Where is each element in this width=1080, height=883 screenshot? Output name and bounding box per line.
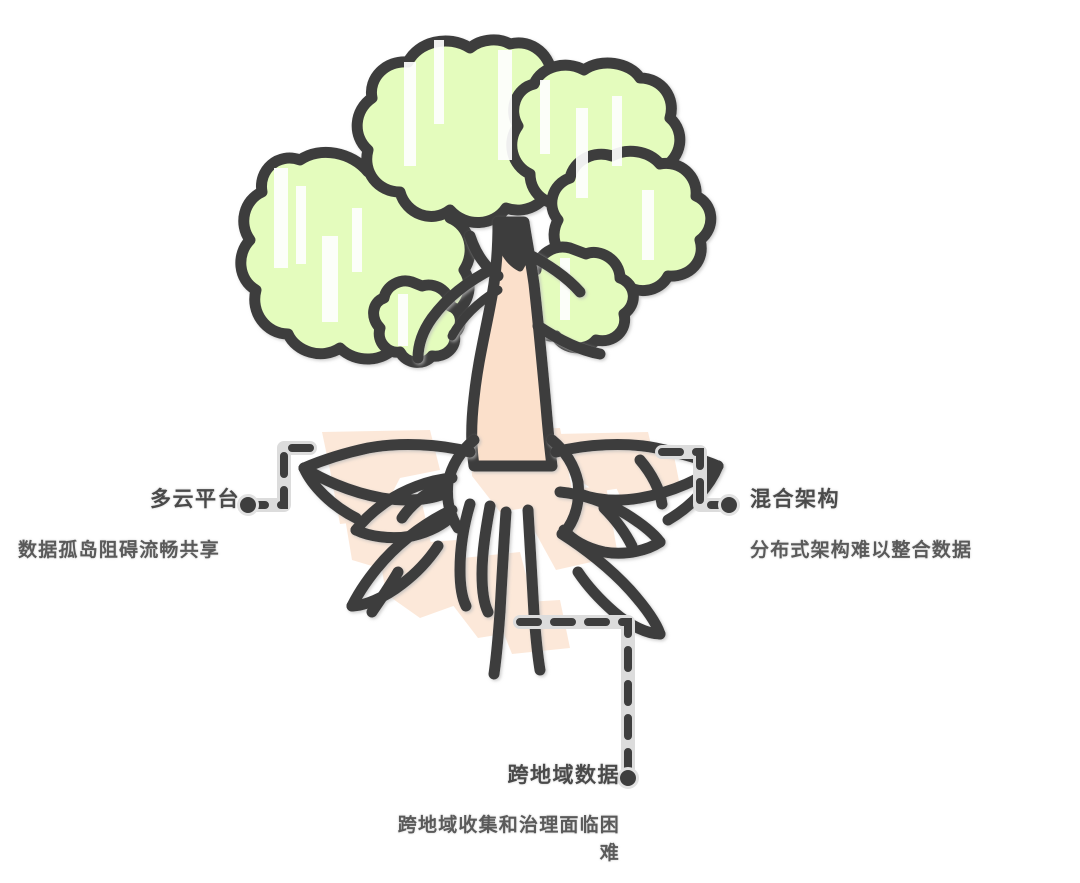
tree-trunk [412,216,606,472]
root-far-left [298,439,476,474]
label-group-left: 多云平台 数据孤岛阻碍流畅共享 [18,486,240,565]
connector-left-dash [246,444,314,509]
connector-bottom [513,615,639,789]
root-far-left-tip [298,462,362,524]
label-bottom-title: 跨地域数据 [507,763,620,787]
trunk-fork-notch [492,225,531,272]
canopy-highlight-streaks [274,40,654,346]
label-group-bottom: 跨地域数据 跨地域收集和治理面临困难 [382,762,620,867]
connector-left-endpoint-dot [237,494,259,516]
root-right-mid-c [598,502,638,552]
label-right-title: 混合架构 [750,487,840,511]
root-left-mid-c [396,480,446,524]
tree-canopy [235,34,717,368]
label-left-description: 数据孤岛阻碍流畅共享 [18,540,221,562]
root-center-left [454,498,476,612]
connector-bottom-endpoint-dot [617,767,639,789]
root-center-b [522,504,546,676]
root-center [488,506,512,680]
branch-right-lower [532,320,606,360]
label-group-right: 混合架构 分布式架构难以整合数据 [750,486,998,565]
label-right-description: 分布式架构难以整合数据 [750,540,973,562]
label-left-title: 多云平台 [150,487,240,511]
root-left-mid [350,472,458,536]
connector-right-dash [658,448,732,509]
label-bottom-description: 跨地域收集和治理面临困难 [397,815,620,864]
root-right-lower [556,528,666,640]
root-left-lower-b [346,540,444,612]
root-left-lower-tip [366,566,404,618]
root-left-lower [346,504,458,612]
root-center-left-b [476,500,496,618]
connector-right-endpoint-dot [718,494,740,516]
root-right-lower-b [572,566,666,640]
tree-roots [298,434,724,680]
connector-bottom-dash [516,618,632,782]
root-far-right-branch [634,454,668,510]
connector-right [655,445,740,516]
branch-right [518,246,586,298]
branch-left [412,262,500,364]
connector-left [237,441,317,516]
branch-left-inner [447,285,503,341]
trunk-fork-left [464,230,504,282]
